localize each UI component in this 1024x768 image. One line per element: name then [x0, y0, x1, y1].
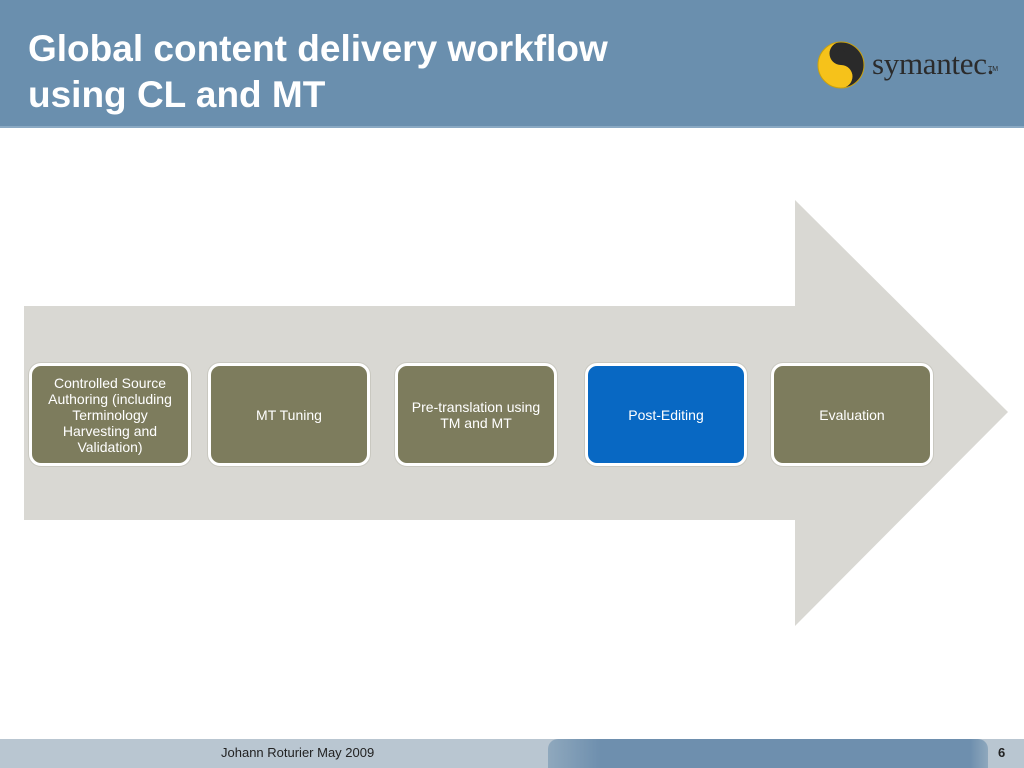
step-controlled-source-authoring: Controlled Source Authoring (including T…: [29, 363, 191, 466]
symantec-logo-icon: [817, 41, 865, 89]
footer-text: Johann Roturier May 2009: [221, 745, 375, 760]
logo-wordmark: symantec.: [872, 46, 995, 81]
step-mt-tuning: MT Tuning: [208, 363, 370, 466]
symantec-logo: symantec. TM: [816, 40, 1006, 90]
step-evaluation: Evaluation: [771, 363, 933, 466]
step-label: MT Tuning: [256, 406, 322, 423]
step-post-editing: Post-Editing: [585, 363, 747, 466]
slide-title-line-1: Global content delivery workflow: [28, 28, 608, 69]
page-number: 6: [998, 745, 1006, 760]
step-label: Evaluation: [819, 406, 885, 423]
slide-title: Global content delivery workflow using C…: [28, 26, 728, 118]
slide-title-line-2: using CL and MT: [28, 74, 326, 115]
step-pre-translation: Pre-translation using TM and MT: [395, 363, 557, 466]
logo-trademark: TM: [988, 66, 999, 73]
step-label: Post-Editing: [628, 406, 704, 423]
step-label: Controlled Source Authoring (including T…: [48, 374, 172, 455]
footer-tab: [548, 739, 988, 768]
step-label: Pre-translation using TM and MT: [411, 398, 541, 431]
